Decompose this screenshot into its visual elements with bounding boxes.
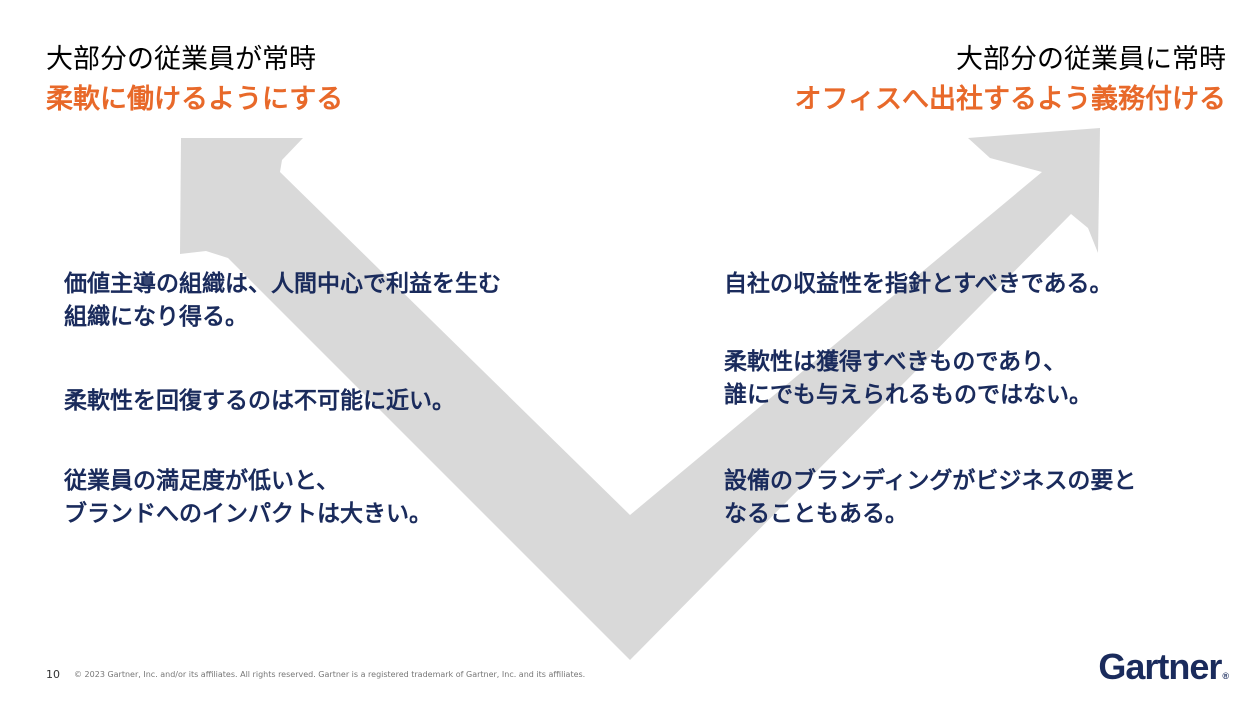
right-point-1-line1: 自社の収益性を指針とすべきである。 (724, 271, 1113, 297)
registered-mark: ® (1222, 671, 1229, 681)
left-point-3-line2: ブランドへのインパクトは大きい。 (64, 501, 432, 527)
headline-office-mandate: 大部分の従業員に常時 オフィスへ出社するよう義務付ける (795, 40, 1226, 120)
headline-right-line2: オフィスへ出社するよう義務付ける (794, 84, 1226, 115)
right-point-2-line1: 柔軟性は獲得すべきものであり、 (724, 349, 1067, 375)
arrow-up-left (180, 138, 630, 660)
headline-flexible-work: 大部分の従業員が常時 柔軟に働けるようにする (46, 40, 343, 120)
headline-left-line1: 大部分の従業員が常時 (46, 44, 316, 75)
left-point-3: 従業員の満足度が低いと、 ブランドへのインパクトは大きい。 (64, 465, 432, 531)
right-point-3-line2: なることもある。 (724, 501, 908, 527)
copyright-notice: © 2023 Gartner, Inc. and/or its affiliat… (74, 670, 586, 679)
right-point-2-line2: 誰にでも与えられるものではない。 (724, 382, 1092, 408)
page-number: 10 (46, 668, 60, 681)
right-point-3: 設備のブランディングがビジネスの要と なることもある。 (724, 465, 1136, 531)
left-point-1: 価値主導の組織は、人間中心で利益を生む 組織になり得る。 (64, 268, 501, 334)
gartner-logo: Gartner® (1098, 646, 1229, 688)
right-point-2: 柔軟性は獲得すべきものであり、 誰にでも与えられるものではない。 (724, 346, 1092, 412)
left-point-3-line1: 従業員の満足度が低いと、 (64, 468, 340, 494)
left-point-2: 柔軟性を回復するのは不可能に近い。 (64, 385, 455, 418)
left-point-2-line1: 柔軟性を回復するのは不可能に近い。 (64, 388, 455, 414)
right-point-1: 自社の収益性を指針とすべきである。 (724, 268, 1112, 301)
right-point-3-line1: 設備のブランディングがビジネスの要と (724, 468, 1137, 494)
headline-left-line2: 柔軟に働けるようにする (46, 84, 344, 115)
headline-right-line1: 大部分の従業員に常時 (956, 44, 1226, 75)
left-point-1-line2: 組織になり得る。 (64, 304, 248, 330)
left-point-1-line1: 価値主導の組織は、人間中心で利益を生む (64, 271, 501, 297)
arrow-up-right (630, 128, 1100, 660)
logo-wordmark: Gartner (1098, 646, 1222, 687)
